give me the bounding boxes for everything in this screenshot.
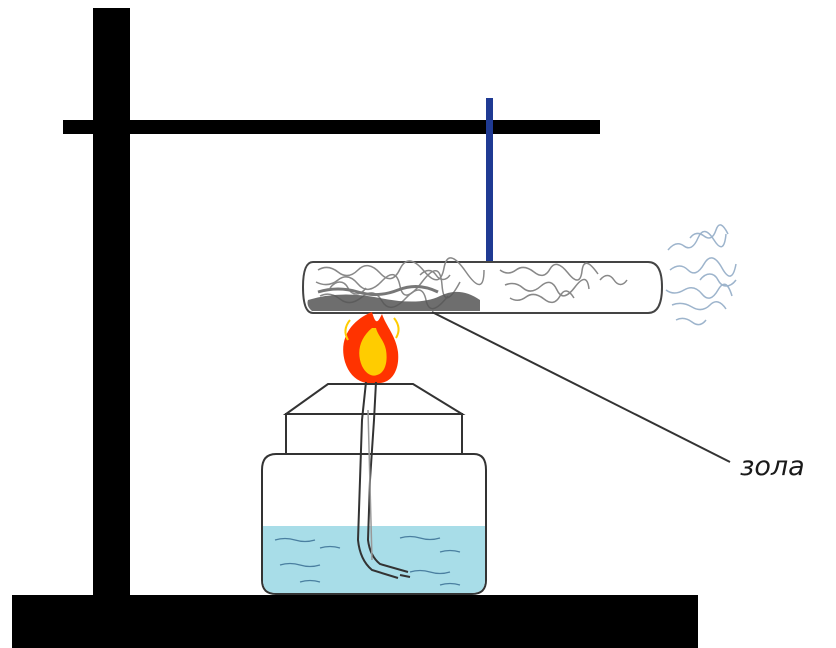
ash-pointer-line	[431, 311, 731, 463]
ash-streak	[317, 285, 439, 297]
lamp-wick	[356, 381, 411, 579]
tube-clamp	[486, 98, 493, 313]
smoke	[665, 224, 737, 326]
lab-stand	[12, 8, 698, 648]
lamp-liquid	[263, 526, 485, 593]
flame	[343, 312, 400, 384]
ash-deposit	[307, 291, 480, 311]
stand-base	[12, 595, 698, 648]
spirit-lamp	[261, 381, 487, 595]
test-tube	[301, 257, 664, 314]
ash-label: зола	[740, 451, 805, 482]
stand-rod	[93, 8, 130, 598]
stand-arm	[63, 120, 600, 134]
flame-inner	[359, 328, 387, 376]
liquid-waves	[274, 535, 461, 586]
